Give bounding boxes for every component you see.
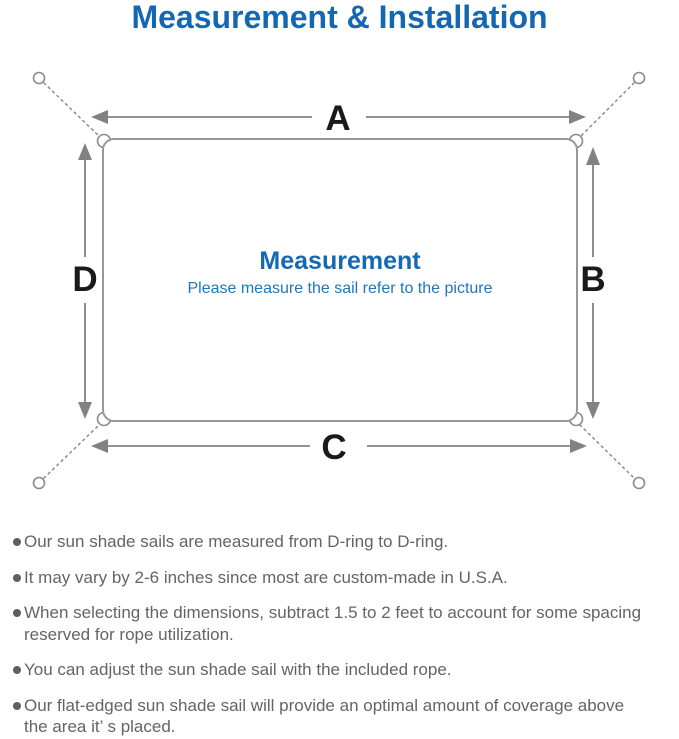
- dimension-label-d: D: [72, 260, 97, 299]
- dimension-arrow-b: [586, 147, 600, 419]
- list-item: Our sun shade sails are measured from D-…: [0, 531, 679, 553]
- note-text: It may vary by 2-6 inches since most are…: [24, 567, 508, 587]
- anchor-point-icon-top-left: [32, 71, 46, 85]
- sail-rectangle: [102, 138, 578, 422]
- note-text: When selecting the dimensions, subtract …: [24, 603, 642, 644]
- diagram-center-title: Measurement: [259, 247, 421, 275]
- note-text: You can adjust the sun shade sail with t…: [24, 660, 452, 679]
- bullet-icon: [13, 538, 21, 546]
- dimension-arrow-a: [91, 110, 586, 124]
- anchor-point-icon-bottom-right: [632, 476, 646, 490]
- dimension-label-b: B: [580, 260, 605, 299]
- measurement-diagram: A C D B: [32, 71, 646, 490]
- list-item: Our flat-edged sun shade sail will provi…: [0, 695, 679, 738]
- notes-list: Our sun shade sails are measured from D-…: [0, 531, 679, 739]
- list-item: It may vary by 2-6 inches since most are…: [0, 567, 679, 589]
- bullet-icon: [13, 701, 21, 710]
- rope-dashed-line-bottom-right: [579, 424, 635, 479]
- bullet-icon: [13, 609, 21, 617]
- sail-center-text: Measurement Please measure the sail refe…: [103, 246, 577, 300]
- note-text: Our sun shade sails are measured from D-…: [24, 532, 449, 551]
- bullet-icon: [13, 666, 21, 674]
- rope-dashed-line-top-left: [43, 82, 101, 138]
- anchor-point-icon-top-right: [632, 71, 646, 85]
- rope-dashed-line-top-right: [579, 82, 635, 138]
- page-title: Measurement & Installation: [131, 0, 548, 35]
- diagram-center-subtitle: Please measure the sail refer to the pic…: [187, 280, 493, 297]
- dimension-arrow-d: [78, 143, 92, 419]
- dimension-arrow-c: [91, 439, 587, 453]
- rope-dashed-line-bottom-left: [43, 424, 100, 479]
- bullet-icon: [13, 573, 21, 582]
- dimension-label-c: C: [321, 428, 346, 467]
- diagram-canvas: A C D B: [32, 71, 646, 490]
- anchor-point-icon-bottom-left: [32, 476, 46, 490]
- dimension-label-a: A: [325, 99, 350, 138]
- note-text: Our flat-edged sun shade sail will provi…: [24, 695, 625, 737]
- list-item: You can adjust the sun shade sail with t…: [0, 659, 679, 681]
- list-item: When selecting the dimensions, subtract …: [0, 602, 679, 645]
